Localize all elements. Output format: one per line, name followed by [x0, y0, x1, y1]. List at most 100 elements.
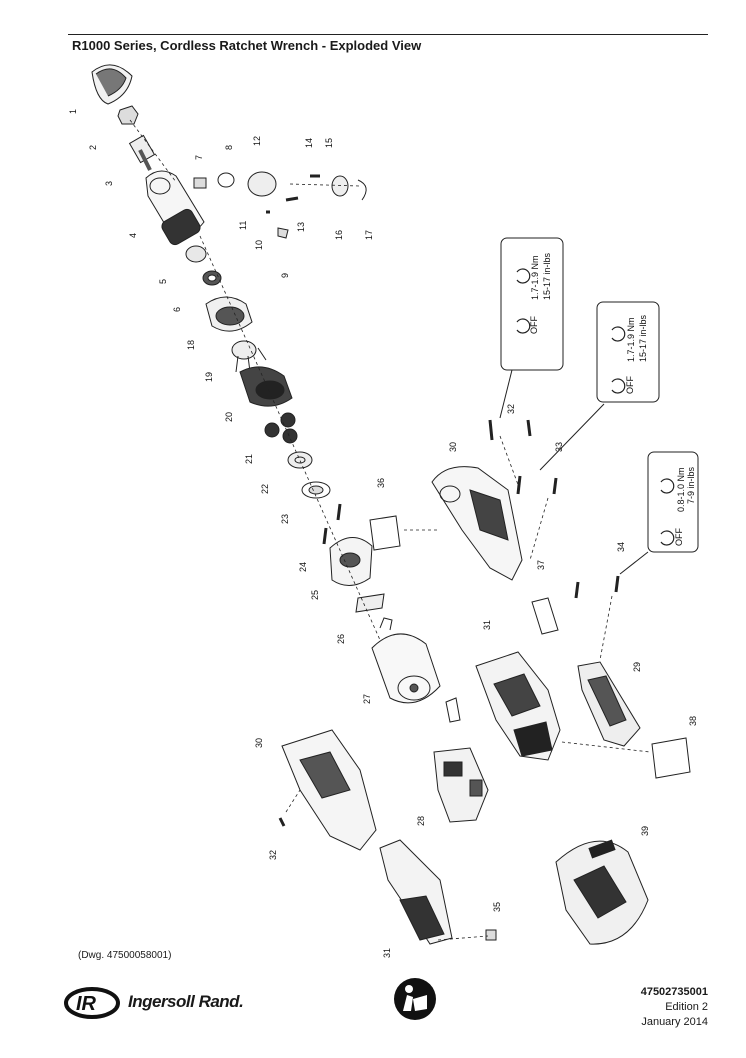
- torque-box-32: [500, 237, 564, 371]
- callout-4: 4: [128, 233, 138, 238]
- parts-7-17-pawl-assembly: [193, 171, 367, 239]
- part-38-label: [651, 737, 691, 779]
- torque-inlbs-label: 15-17 in-lbs: [542, 252, 552, 300]
- part-2-nut: [117, 105, 139, 125]
- callout-31: 31: [382, 948, 392, 958]
- publication-date: January 2014: [641, 1016, 708, 1028]
- torque-off-label: OFF: [674, 528, 684, 546]
- callout-1: 1: [68, 109, 78, 114]
- part-31-handle-lower: [379, 839, 453, 945]
- part-1-head-cover: [91, 64, 133, 105]
- part-28-switch-assembly: [433, 697, 489, 823]
- callout-37: 37: [536, 560, 546, 570]
- callout-14: 14: [304, 138, 314, 148]
- tighten-arrow-icon: [516, 268, 531, 284]
- callout-12: 12: [252, 136, 262, 146]
- callout-20: 20: [224, 412, 234, 422]
- callout-7: 7: [194, 155, 204, 160]
- callout-32: 32: [268, 850, 278, 860]
- callout-5: 5: [158, 279, 168, 284]
- part-21-planet-gears: [264, 412, 298, 444]
- torque-nm-label: 1.7-1.9 Nm: [626, 317, 636, 362]
- part-22-bearing: [287, 451, 313, 469]
- callout-35: 35: [492, 902, 502, 912]
- part-25-gear-housing: [329, 537, 373, 586]
- part-23-washer: [301, 481, 331, 499]
- screws-32-33-34: [488, 419, 620, 599]
- callout-18: 18: [186, 340, 196, 350]
- part-24-screws: [322, 503, 342, 545]
- callout-19: 19: [204, 372, 214, 382]
- torque-off-label: OFF: [529, 316, 539, 334]
- callout-25: 25: [310, 590, 320, 600]
- callout-28: 28: [416, 816, 426, 826]
- page-title: R1000 Series, Cordless Ratchet Wrench - …: [72, 38, 422, 53]
- callout-11: 11: [238, 221, 248, 230]
- part-4-ratchet-housing: [145, 170, 205, 246]
- document-number: 47502735001: [640, 986, 708, 998]
- torque-box-33: [596, 301, 660, 403]
- leader-32: [499, 369, 513, 419]
- leader-34: [619, 551, 649, 575]
- callout-24: 24: [298, 562, 308, 572]
- torque-inlbs-label: 15-17 in-lbs: [638, 314, 648, 362]
- torque-box-34: [647, 451, 699, 553]
- part-20-ring-gear: [239, 366, 293, 407]
- callout-29: 29: [632, 662, 642, 672]
- off-arrow-icon: [516, 318, 531, 334]
- edition: Edition 2: [665, 1001, 708, 1013]
- callout-17: 17: [364, 230, 374, 240]
- part-5-bushing: [185, 245, 207, 263]
- torque-inlbs-label: 7-9 in-lbs: [686, 466, 696, 504]
- torque-off-label: OFF: [625, 376, 635, 394]
- callout-8: 8: [224, 145, 234, 150]
- part-39-battery: [555, 839, 649, 945]
- brand-name: Ingersoll Rand.: [128, 992, 244, 1011]
- part-27-motor: [371, 617, 441, 704]
- tighten-arrow-icon: [611, 326, 626, 342]
- part-35-clip: [485, 929, 497, 941]
- read-manual-icon: [394, 978, 436, 1020]
- part-31-handle-middle: [475, 651, 561, 761]
- callout-30: 30: [448, 442, 458, 452]
- callout-9: 9: [280, 273, 290, 278]
- part-26-plate: [355, 593, 385, 613]
- callout-36: 36: [376, 478, 386, 488]
- callout-27: 27: [362, 694, 372, 704]
- off-arrow-icon: [611, 378, 626, 394]
- part-6-bearing: [202, 270, 222, 286]
- part-30-housing-left: [278, 729, 377, 851]
- callout-2: 2: [88, 145, 98, 150]
- callout-23: 23: [280, 514, 290, 524]
- part-callouts: 1 2 3 4 5 6 18 19 20 21 22 23 24 25 26 2…: [68, 109, 698, 958]
- brand-mark-text: IR: [76, 993, 97, 1015]
- part-37-label: [531, 597, 559, 635]
- part-29-cover: [577, 661, 641, 747]
- document-info: 47502735001 Edition 2 January 2014: [641, 985, 708, 1030]
- part-18-collar: [205, 296, 253, 332]
- callout-38: 38: [688, 716, 698, 726]
- part-19-carrier: [231, 340, 267, 373]
- callout-34: 34: [616, 542, 626, 552]
- callout-33: 33: [554, 442, 564, 452]
- part-36-label: [369, 515, 401, 551]
- callout-31: 31: [482, 620, 492, 630]
- callout-3: 3: [104, 181, 114, 186]
- callout-26: 26: [336, 634, 346, 644]
- drawing-reference: (Dwg. 47500058001): [78, 950, 172, 961]
- part-3-anvil: [128, 134, 156, 171]
- callout-15: 15: [324, 138, 334, 148]
- torque-nm-label: 1.7-1.9 Nm: [530, 255, 540, 300]
- callout-16: 16: [334, 230, 344, 240]
- title-rule: [68, 34, 708, 35]
- callout-30: 30: [254, 738, 264, 748]
- callout-22: 22: [260, 484, 270, 494]
- ingersoll-rand-logo: IR: [64, 987, 120, 1019]
- assembly-lines: [129, 119, 651, 941]
- callout-21: 21: [244, 454, 254, 464]
- callout-13: 13: [296, 222, 306, 232]
- torque-nm-label: 0.8-1.0 Nm: [676, 467, 686, 512]
- callout-39: 39: [640, 826, 650, 836]
- tighten-arrow-icon: [660, 478, 675, 494]
